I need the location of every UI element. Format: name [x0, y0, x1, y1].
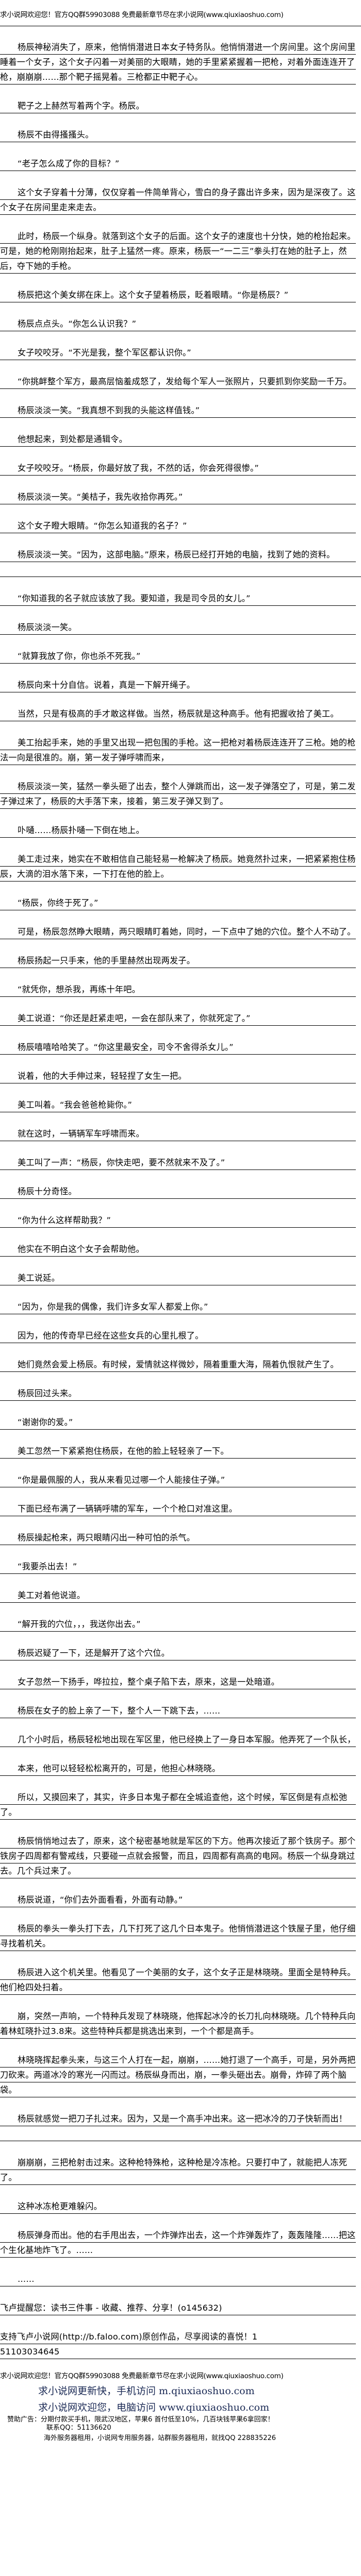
paragraph: “杨辰，你终于死了。”	[0, 895, 356, 910]
paragraph: 杨辰弹身而出。他的右手甩出去，一个炸弹炸出去，这一个炸弹轰炸了，轰轰隆隆……把这…	[0, 2228, 356, 2258]
paragraph: 崩崩崩，三把枪射击过来。这种枪特殊枪，这种枪是冷冻枪。只要打中了，就能把人冻死了…	[0, 2155, 356, 2185]
blank-ruled-line	[0, 2126, 361, 2141]
paragraph: 女子咬咬牙。“杨辰，你最好放了我，不然的话，你会死得很惨。”	[0, 461, 356, 476]
server-ad[interactable]: 海外服务器租用，小说网专用服务器，站群服务器租用，就找QQ 228835226	[44, 2434, 276, 2442]
paragraph: 杨辰向来十分自信。说着，真是一下解开绳子。	[0, 677, 356, 692]
paragraph: 这个女子穿着十分薄，仅仅穿着一件简单背心，雪白的身子露出许多来，因为是深夜了。这…	[0, 185, 356, 215]
paragraph: 这个女子瞪大眼睛。“你怎么知道我的名子？”	[0, 518, 356, 533]
site-banner-top: 求小说网欢迎您！官方QQ群59903088 免费最新章节尽在求小说网(www.q…	[0, 11, 284, 19]
site-banner-bottom: 求小说网欢迎您！官方QQ群59903088 免费最新章节尽在求小说网(www.q…	[0, 2372, 284, 2380]
paragraph: 杨辰淡淡一笑。“因为，这部电脑。”原来，杨辰已经打开她的电脑，找到了她的资料。	[0, 547, 356, 562]
paragraph: “我要杀出去！”	[0, 1559, 356, 1574]
support-note: 支持飞卢小说网(http://b.faloo.com)原创作品，尽享阅读的喜悦！…	[0, 2329, 356, 2344]
paragraph: “老子怎么成了你的目标？”	[0, 156, 356, 171]
paragraph: 杨辰迟疑了一下，还是解开了这个穴位。	[0, 1646, 356, 1660]
paragraph: “你是最佩服的人，我从来看见过哪一个人能接住子弹。”	[0, 1472, 356, 1487]
chapter-content: 杨辰神秘消失了，原来，他悄悄潜进日本女子特务队。他悄悄潜进一个房间里。这个房间里…	[0, 26, 361, 2286]
paragraph: 美工说道：“你还是赶紧走吧，一会在部队来了，你就死定了。”	[0, 1011, 356, 1026]
paragraph: “就算我放了你，你也杀不死我。”	[0, 649, 356, 664]
paragraph: “你知道我的名子就应该放了我。要知道，我是司令员的女儿。”	[0, 591, 356, 606]
sponsor-contact: 联系QQ：51136620	[46, 2424, 111, 2432]
paragraph: 因为，他的传奇早已经在这些女兵的心里扎根了。	[0, 1328, 356, 1343]
mobile-access-link[interactable]: 求小说网更新快，手机访问 m.qiuxiaoshuo.com	[38, 2385, 255, 2397]
paragraph: 林晓晓挥起拳头来，与这三个人打在一起，崩崩，……她打退了一个高手，可是，另外两把…	[0, 2053, 356, 2097]
paragraph: “因为，你是我的偶像，我们许多女军人都爱上你。”	[0, 1299, 356, 1314]
paragraph: 杨辰在女子的脸上亲了一下，整个人一下跳下去，……	[0, 1703, 356, 1718]
paragraph: “谢谢你的爱。”	[0, 1415, 356, 1430]
paragraph: 美工叫着。“我会爸爸枪毙你。”	[0, 1097, 356, 1112]
paragraph: 杨辰说道，“你们去外面看看，外面有动静。”	[0, 1892, 356, 1907]
paragraph: 可是，杨辰忽然睁大眼睛，两只眼睛盯着她，同时，一下点中了她的穴位。整个人不动了。	[0, 924, 356, 939]
paragraph: 杨辰回过头来。	[0, 1386, 356, 1401]
paragraph: 杨辰十分奇怪。	[0, 1184, 356, 1199]
paragraph: 女子咬咬牙。“不光是我，整个军区都认识你。”	[0, 345, 356, 360]
paragraph: 美工说延。	[0, 1270, 356, 1285]
paragraph: 她们竟然会爱上杨辰。有时候，爱情就这样微妙，隔着重重大海，隔着仇恨就产生了。	[0, 1357, 356, 1372]
paragraph: 他实在不明白这个女子会帮助他。	[0, 1242, 356, 1257]
paragraph: 杨辰淡淡一笑，猛然一拳头砸了出去，整个人弹跳而出，这一发子弹落空了，可是，第二发…	[0, 779, 356, 809]
paragraph: 美工忽然一下紧紧抱住杨辰，在他的脸上轻轻亲了一下。	[0, 1444, 356, 1459]
paragraph: 当然，只是有极高的手才敢这样做。当然，杨辰就是这种高手。他有把握收拾了美工。	[0, 706, 356, 721]
paragraph: 杨辰点点头。“你怎么认识我？”	[0, 316, 356, 331]
paragraph: 就在这时，一辆辆军车呼啸而来。	[0, 1126, 356, 1141]
paragraph: “就凭你，想杀我，再练十年吧。	[0, 982, 356, 997]
paragraph: 下面已经布满了一辆辆呼啸的军车，一个个枪口对准这里。	[0, 1501, 356, 1516]
paragraph: 此时，杨辰一个纵身。就落到这个女子的后面。这个女子的速度也十分快，她的枪抬起来。…	[0, 229, 356, 274]
desktop-access-link[interactable]: 求小说网欢迎您，电脑访问 www.qiuxiaoshuo.com	[38, 2402, 270, 2413]
sponsor-ad[interactable]: 赞助广告：分期付款买手机，限武汉地区，苹果6 首付低至10%，几百块钱苹果6拿回…	[7, 2416, 274, 2424]
paragraph: “你挑衅整个军方，最高层恼羞成怒了，发给每个军人一张照片，只要抓到你奖励一千万。	[0, 374, 356, 389]
paragraph: 说着，他的大手伸过来，轻轻捏了女生一把。	[0, 1069, 356, 1083]
paragraph: 杨辰进入这个机关里。他看见了一个美丽的女子，这个女子正是林晓晓。里面全是特种兵。…	[0, 1965, 356, 1995]
blank-ruled-line	[0, 562, 361, 577]
paragraph: 杨辰淡淡一笑。“美桔子，我先收拾你再死。”	[0, 489, 356, 504]
paragraph: 美工对着他说道。	[0, 1588, 356, 1603]
paragraph: 杨辰不由得搔搔头。	[0, 127, 356, 142]
paragraph: 几个小时后，杨辰轻松地出现在军区里，他已经换上了一身日本军服。他弄死了一个队长，	[0, 1732, 356, 1747]
paragraph: “解开我的穴位，，，我送你出去。”	[0, 1617, 356, 1632]
paragraph: 杨辰淡淡一笑。	[0, 620, 356, 635]
paragraph: 杨辰就感觉一把刀子扎过来。因为，又是一个高手冲出来。这一把冰冷的刀子快斩而出！	[0, 2111, 356, 2126]
paragraph: 崩，突然一声响，一个特种兵发现了林晓晓，他挥起冰冷的长刀扎向林晓晓。几个特种兵向…	[0, 2009, 356, 2039]
paragraph: 他想起来，到处都是通辑令。	[0, 432, 356, 447]
paragraph: 杨辰淡淡一笑。“我真想不到我的头能这样值钱。”	[0, 403, 356, 418]
paragraph: ……	[0, 2272, 356, 2286]
paragraph: 美工走过来，她实在不敢相信自己能轻易一枪解决了杨辰。她竟然扑过来，一把紧紧抱住杨…	[0, 852, 356, 882]
reminder-note: 飞卢提醒您：读书三件事 - 收藏、推荐、分享！(o145632)	[0, 2300, 356, 2315]
paragraph: “你为什么这样帮助我？”	[0, 1213, 356, 1228]
chapter-code: 51103034645	[0, 2344, 356, 2359]
paragraph: 美工抬起手来，她的手里又出现一把包围的手枪。这一把枪对着杨辰连连开了三枪。她的枪…	[0, 735, 356, 765]
paragraph: 靶子之上赫然写着两个字。杨辰。	[0, 98, 356, 113]
paragraph: 杨辰的拳头一拳头打下去，几下打死了这几个日本鬼子。他悄悄潜进这个铁屋子里，他仔细…	[0, 1921, 356, 1951]
site-footer: 求小说网欢迎您！官方QQ群59903088 免费最新章节尽在求小说网(www.q…	[0, 2359, 361, 2446]
paragraph: 杨辰悄悄地过去了，原来，这个秘密基地就是军区的下方。他再次接近了那个铁房子。那个…	[0, 1834, 356, 1878]
paragraph: 卟嗵……杨辰扑嗵一下倒在地上。	[0, 823, 356, 838]
paragraph: 本来，他可以轻轻松松离开的，可是，他担心林晓晓。	[0, 1761, 356, 1776]
paragraph: 这种冰冻枪更难躲闪。	[0, 2199, 356, 2214]
paragraph: 杨辰神秘消失了，原来，他悄悄潜进日本女子特务队。他悄悄潜进一个房间里。这个房间里…	[0, 40, 356, 84]
paragraph: 杨辰嘻嘻哈哈笑了。“你这里最安全，司令不舍得杀女儿。”	[0, 1040, 356, 1055]
chapter-notes: 飞卢提醒您：读书三件事 - 收藏、推荐、分享！(o145632) 支持飞卢小说网…	[0, 2300, 361, 2359]
paragraph: 美工叫了一声：“杨辰，你快走吧，要不然就来不及了。”	[0, 1155, 356, 1170]
paragraph: 女子忽然一下扬手，哗拉拉，整个桌子陷下去，原来，这是一处暗道。	[0, 1674, 356, 1689]
paragraph: 杨辰操起枪来，两只眼睛闪出一种可怕的杀气。	[0, 1530, 356, 1545]
paragraph: 杨辰把这个美女绑在床上。这个女子望着杨辰，眨着眼睛。“你是杨辰？”	[0, 287, 356, 302]
paragraph: 杨辰扬起一只手来，他的手里赫然出现两发子。	[0, 953, 356, 968]
paragraph: 所以，又摸回来了，其实，许多日本鬼子都在全城追查他，这个时候，军区倒是有点松弛了…	[0, 1790, 356, 1820]
